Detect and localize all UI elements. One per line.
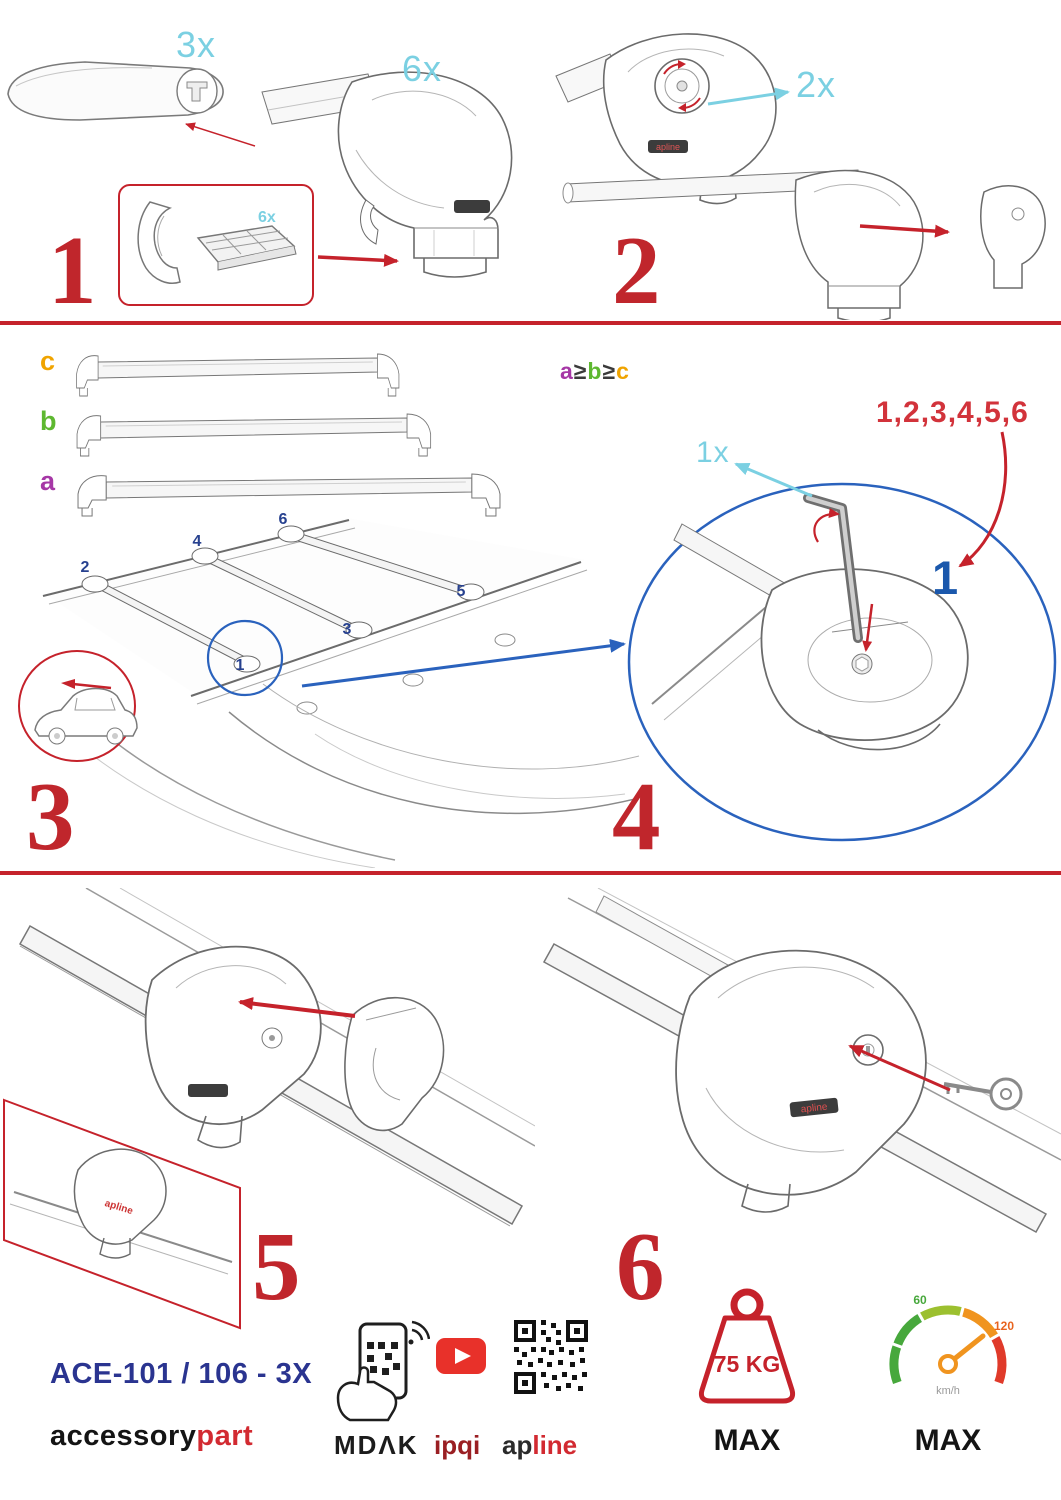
qr-code-icon xyxy=(514,1320,588,1394)
max-weight-value: 75 KG xyxy=(714,1351,780,1377)
bar-endcap-assembly-illustration xyxy=(562,169,1046,320)
rule-a: a xyxy=(560,358,574,384)
pad-detail-inset: 6x xyxy=(118,184,314,306)
weight-max-label: MAX xyxy=(713,1424,781,1457)
end-cap-part xyxy=(980,185,1046,289)
max-weight-icon: 75 KG xyxy=(698,1288,796,1404)
bar-position-3: 3 xyxy=(343,621,352,638)
rule-gte-1: ≥ xyxy=(573,358,588,384)
bar-position-1: 1 xyxy=(236,657,245,674)
step-6-number: 6 xyxy=(616,1213,665,1320)
apline-line: line xyxy=(532,1430,578,1460)
dial-rotate-arrow xyxy=(678,60,686,69)
apline-logo-badge xyxy=(454,200,490,213)
apline-logo-badge xyxy=(188,1084,228,1097)
foot-body xyxy=(144,945,322,1125)
youtube-icon xyxy=(436,1338,486,1374)
foot-dial-illustration: apline xyxy=(555,33,777,205)
result-detail-frame xyxy=(3,1098,241,1330)
rule-gte-2: ≥ xyxy=(602,358,617,384)
car-direction-inset xyxy=(18,650,138,762)
apline-logo-badge xyxy=(648,140,688,153)
crossbar-b-illustration xyxy=(76,413,432,457)
rule-c: c xyxy=(616,358,630,384)
speed-max-label: MAX xyxy=(914,1424,982,1457)
qty-label-dial: 2x xyxy=(796,64,837,105)
speed-low-label: 60 xyxy=(913,1293,927,1307)
key-icon xyxy=(943,1077,1023,1111)
apline-logo-text: apline xyxy=(656,142,680,152)
crossbar-c-illustration xyxy=(76,353,400,397)
section-divider-2 xyxy=(0,871,1061,875)
foot-clamp-illustration xyxy=(261,71,513,278)
step-2-number: 2 xyxy=(612,217,661,324)
bar-position-6: 6 xyxy=(279,511,288,528)
position-1-highlight-circle xyxy=(206,619,284,697)
brand-part: part xyxy=(196,1420,254,1452)
size-rule-label: a≥b≥c xyxy=(560,358,630,385)
apline-logo-text: apline xyxy=(800,1102,828,1116)
step-4-number: 4 xyxy=(612,763,661,870)
car-front-arrow xyxy=(61,679,75,689)
brand-accessory: accessory xyxy=(50,1420,197,1452)
hand-icon xyxy=(336,1366,398,1422)
crossbar-end-illustration xyxy=(7,61,224,121)
clamp-mount-illustration: apline xyxy=(3,888,535,1330)
apline-logo-badge xyxy=(789,1097,839,1118)
crossbar-a-illustration xyxy=(77,473,501,517)
scan-qr-phone-icon xyxy=(336,1320,430,1422)
step-1-number: 1 xyxy=(48,217,97,324)
rubber-pad-illustration: 6x xyxy=(137,201,297,284)
qty-label-feet: 6x xyxy=(402,48,443,89)
rail-clamp-part xyxy=(344,996,445,1132)
tightening-zoom-illustration xyxy=(627,482,1057,842)
apline-wordmark: apline xyxy=(502,1430,577,1461)
model-code: ACE-101 / 106 - 3X xyxy=(50,1358,313,1390)
step-3-number: 3 xyxy=(26,763,75,870)
sequence-start-number: 1 xyxy=(932,551,959,604)
section-divider-1 xyxy=(0,321,1061,325)
qty-label-bars: 3x xyxy=(176,24,217,65)
rule-b: b xyxy=(587,358,603,384)
bar-position-2: 2 xyxy=(81,559,90,576)
tighten-down-arrow xyxy=(862,603,874,652)
bar-position-5: 5 xyxy=(457,583,466,600)
speed-unit-label: km/h xyxy=(936,1385,960,1397)
apline-ap: ap xyxy=(502,1430,533,1460)
qty-label-tool: 1x xyxy=(696,436,730,469)
bar-position-4: 4 xyxy=(193,533,202,550)
step-5-number: 5 xyxy=(252,1213,301,1320)
lock-key-illustration: apline xyxy=(542,888,1061,1234)
rotate-key-arrow xyxy=(813,508,840,543)
speedometer-icon: 60 120 km/h xyxy=(889,1293,1014,1397)
ipqi-wordmark: ipqi xyxy=(434,1430,481,1460)
brand-wordmark: accessorypart xyxy=(50,1420,253,1453)
bar-label-a: a xyxy=(40,466,56,496)
qty-label-pad: 6x xyxy=(258,209,276,226)
roof-mounting-illustration: 2 4 6 1 3 5 xyxy=(18,511,640,868)
roof-rail-right xyxy=(190,561,582,697)
foot-body xyxy=(675,949,927,1196)
bar-label-b: b xyxy=(40,406,57,436)
tighten-sequence-label: 1,2,3,4,5,6 xyxy=(876,396,1029,429)
mdak-wordmark: MDΛK xyxy=(334,1430,419,1460)
speed-high-label: 120 xyxy=(994,1319,1014,1333)
bar-label-c: c xyxy=(40,346,56,376)
